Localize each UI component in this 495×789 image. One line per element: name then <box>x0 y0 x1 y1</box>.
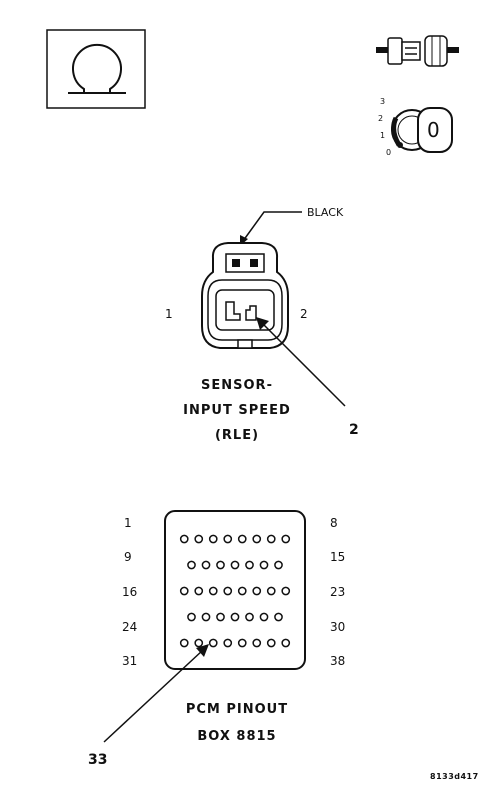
pcm-pin <box>274 560 283 570</box>
pcm-pin <box>208 534 218 544</box>
pcm-right-label-2: 15 <box>330 550 345 564</box>
pcm-pin <box>237 638 247 648</box>
pcm-pin <box>179 638 189 648</box>
ignition-position-1: 1 <box>380 131 385 140</box>
pcm-pin <box>266 534 276 544</box>
pcm-pin <box>223 586 233 596</box>
pcm-pin <box>187 612 196 622</box>
pcm-left-label-5: 31 <box>122 654 137 668</box>
pcm-pin <box>179 534 189 544</box>
sensor-connector: BLACK 1 2 2 SENSOR- INPUT SPEED (RLE) <box>165 206 359 443</box>
pcm-pin <box>194 586 204 596</box>
pcm-title-line-1: PCM PINOUT <box>186 702 288 717</box>
pcm-right-label-5: 38 <box>330 654 345 668</box>
pcm-left-label-2: 9 <box>124 550 132 564</box>
pcm-pin <box>194 638 204 648</box>
ignition-position-0: 0 <box>386 148 391 157</box>
pcm-pin <box>208 586 218 596</box>
pcm-right-label-1: 8 <box>330 516 338 530</box>
pcm-title-line-2: BOX 8815 <box>197 729 276 744</box>
pcm-left-label-3: 16 <box>122 585 137 599</box>
wire-color-label: BLACK <box>307 206 344 219</box>
pcm-pin <box>252 638 262 648</box>
pcm-pin <box>259 560 269 570</box>
pcm-pin <box>237 534 247 544</box>
sensor-title-line-2: INPUT SPEED <box>183 403 291 418</box>
sensor-title-line-3: (RLE) <box>215 428 259 443</box>
pcm-pin <box>223 638 233 648</box>
pcm-pin <box>208 638 218 648</box>
connector-disconnect-icon <box>376 35 459 67</box>
ignition-position-3: 3 <box>380 97 385 106</box>
pcm-pin <box>230 560 240 570</box>
figure-code: 8133d417 <box>430 772 479 781</box>
pcm-pin <box>223 534 233 544</box>
pcm-pin <box>179 586 189 596</box>
pcm-pin <box>230 612 240 622</box>
pcm-pin <box>274 612 283 622</box>
pcm-pin <box>281 534 291 544</box>
pcm-pin <box>252 534 262 544</box>
pcm-pin <box>187 560 196 570</box>
pcm-pin <box>216 560 225 570</box>
ohm-meter-icon <box>46 29 146 109</box>
pcm-callout-number: 33 <box>88 752 107 768</box>
pin-2-label: 2 <box>300 307 308 321</box>
pcm-pin <box>245 612 254 622</box>
pcm-pinout-box: 1 9 16 24 31 8 15 23 30 38 33 PCM PINOUT… <box>88 510 345 768</box>
pcm-pin <box>266 586 276 596</box>
pcm-pin <box>259 612 269 622</box>
sensor-callout-number: 2 <box>349 422 359 438</box>
pcm-pin <box>216 612 225 622</box>
pcm-pin <box>281 586 291 596</box>
pcm-pin <box>281 638 291 648</box>
pcm-left-label-1: 1 <box>124 516 132 530</box>
pcm-pin <box>245 560 254 570</box>
pcm-pin <box>266 638 276 648</box>
ignition-key-icon: 3 2 1 0 0 <box>378 97 453 157</box>
ignition-key-label: 0 <box>427 118 440 142</box>
ignition-position-2: 2 <box>378 114 383 123</box>
pcm-right-label-3: 23 <box>330 585 345 599</box>
pin-1-label: 1 <box>165 307 173 321</box>
pcm-left-label-4: 24 <box>122 620 137 634</box>
pin-grid <box>179 534 291 648</box>
pcm-pin <box>252 586 262 596</box>
pcm-pin <box>201 560 211 570</box>
pcm-pin <box>237 586 247 596</box>
pcm-pin <box>194 534 204 544</box>
pcm-right-label-4: 30 <box>330 620 345 634</box>
pcm-pin <box>201 612 211 622</box>
sensor-title-line-1: SENSOR- <box>201 378 273 393</box>
